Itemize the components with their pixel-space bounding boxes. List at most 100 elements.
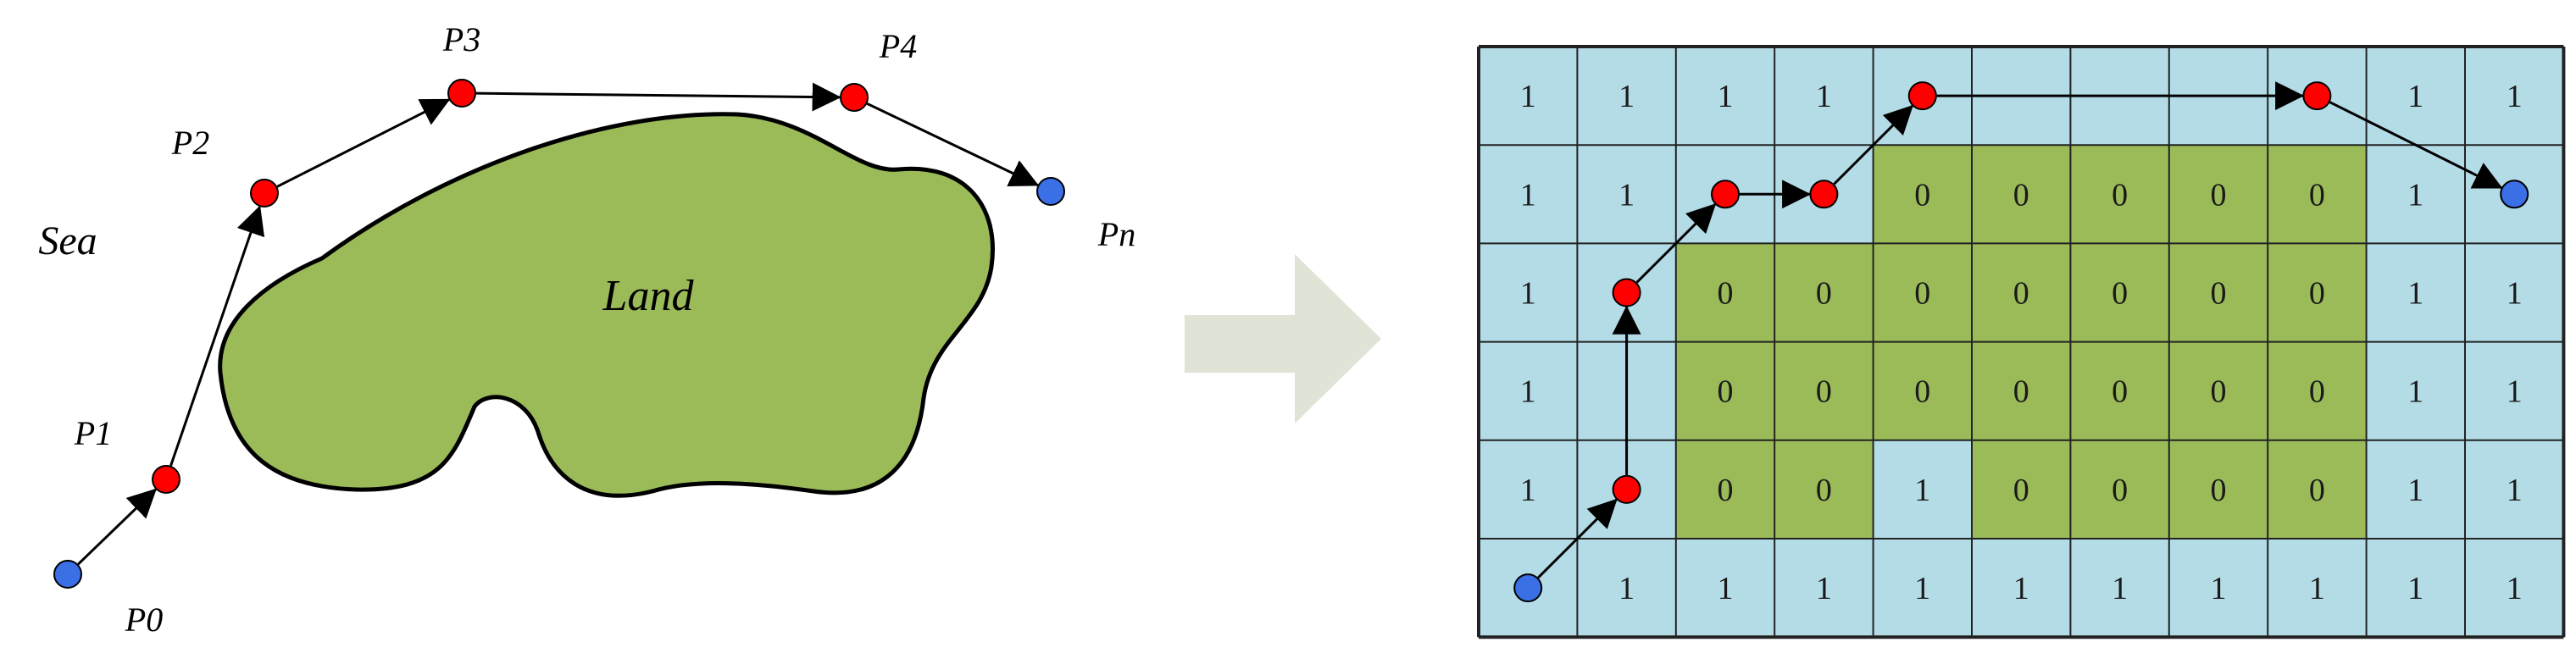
grid-value-r2-c10: 1 xyxy=(2507,276,2523,312)
grid-route-point-6 xyxy=(2302,81,2332,111)
grid-cell-r5-c2 xyxy=(1675,539,1775,638)
grid-route-segment-2 xyxy=(1635,203,1717,284)
grid-value-r0-c1: 1 xyxy=(1618,79,1635,114)
grid-cell-r3-c4 xyxy=(1873,341,1973,441)
grid-value-r1-c1: 1 xyxy=(1618,177,1635,213)
grid-value-r3-c5: 0 xyxy=(2013,374,2029,410)
grid-route-point-7 xyxy=(2500,180,2529,209)
grid-value-r3-c8: 0 xyxy=(2309,374,2325,410)
grid-value-r4-c7: 0 xyxy=(2211,473,2227,508)
route-point-p2 xyxy=(250,179,279,208)
route-label-p1: P1 xyxy=(74,414,112,452)
grid-cell-r4-c8 xyxy=(2268,440,2368,540)
route-segment-2 xyxy=(276,98,451,188)
grid-value-r2-c7: 0 xyxy=(2211,276,2227,312)
grid-cell-r5-c6 xyxy=(2070,539,2170,638)
grid-value-r5-c5: 1 xyxy=(2013,571,2029,606)
route-point-p0 xyxy=(53,560,82,589)
grid-value-r4-c0: 1 xyxy=(1520,473,1536,508)
grid-route-point-0 xyxy=(1513,573,1543,603)
grid-value-r3-c7: 0 xyxy=(2211,374,2227,410)
grid-cell-r5-c8 xyxy=(2268,539,2368,638)
grid-cell-r0-c3 xyxy=(1774,47,1874,146)
grid-value-r3-c9: 1 xyxy=(2407,374,2423,410)
grid-cell-r1-c4 xyxy=(1873,145,1973,244)
grid-value-r3-c4: 0 xyxy=(1914,374,1930,410)
grid-value-r2-c9: 1 xyxy=(2407,276,2423,312)
grid-value-r1-c8: 0 xyxy=(2309,177,2325,213)
grid-cell-r5-c7 xyxy=(2168,539,2268,638)
grid-cell-r1-c6 xyxy=(2070,145,2170,244)
grid-cell-r3-c5 xyxy=(1972,341,2071,441)
grid-value-r4-c2: 0 xyxy=(1718,473,1734,508)
grid-cell-r3-c0 xyxy=(1479,341,1578,441)
grid-cell-r4-c4 xyxy=(1873,440,1973,540)
route-segment-1 xyxy=(169,205,265,467)
grid-value-r1-c7: 0 xyxy=(2211,177,2227,213)
grid-cell-r3-c6 xyxy=(2070,341,2170,441)
grid-value-r0-c3: 1 xyxy=(1816,79,1832,114)
route-label-p4: P4 xyxy=(879,27,917,65)
grid-value-r4-c5: 0 xyxy=(2013,473,2029,508)
grid-route-segment-4 xyxy=(1833,104,1913,185)
grid-cell-r5-c1 xyxy=(1577,539,1677,638)
grid-value-r1-c6: 0 xyxy=(2112,177,2128,213)
grid-cell-r2-c5 xyxy=(1972,243,2071,343)
route-point-p1 xyxy=(152,465,180,494)
grid-cell-r3-c7 xyxy=(2168,341,2268,441)
grid-value-r4-c8: 0 xyxy=(2309,473,2325,508)
grid-value-r2-c5: 0 xyxy=(2013,276,2029,312)
grid-cell-r2-c3 xyxy=(1774,243,1874,343)
grid-cell-r0-c0 xyxy=(1479,47,1578,146)
grid-route-points xyxy=(1513,81,2529,603)
grid-cell-r2-c8 xyxy=(2268,243,2368,343)
grid-value-r5-c10: 1 xyxy=(2507,571,2523,606)
grid-cell-r2-c10 xyxy=(2465,243,2564,343)
grid-value-r5-c8: 1 xyxy=(2309,571,2325,606)
grid-cell-r4-c5 xyxy=(1972,440,2071,540)
grid-value-r3-c0: 1 xyxy=(1520,374,1536,410)
route-segment-3 xyxy=(475,82,841,112)
grid-value-r5-c4: 1 xyxy=(1914,571,1930,606)
grid-value-r2-c6: 0 xyxy=(2112,276,2128,312)
route-label-p0: P0 xyxy=(125,600,163,639)
route-segment-0 xyxy=(77,488,157,566)
route-segment-4 xyxy=(866,102,1040,187)
grid-value-r4-c3: 0 xyxy=(1816,473,1832,508)
grid-value-r4-c6: 0 xyxy=(2112,473,2128,508)
grid-cell-r2-c6 xyxy=(2070,243,2170,343)
grid-value-r4-c9: 1 xyxy=(2407,473,2423,508)
grid-cell-r4-c9 xyxy=(2366,440,2466,540)
grid-route-point-4 xyxy=(1809,180,1839,209)
left-route-points xyxy=(53,79,1065,589)
grid-value-r0-c2: 1 xyxy=(1718,79,1734,114)
grid-value-r2-c0: 1 xyxy=(1520,276,1536,312)
grid-value-r0-c10: 1 xyxy=(2507,79,2523,114)
grid-cell-r2-c9 xyxy=(2366,243,2466,343)
grid-route-segment-0 xyxy=(1537,498,1618,579)
route-label-p2: P2 xyxy=(171,124,209,162)
grid-value-r2-c8: 0 xyxy=(2309,276,2325,312)
grid-cell-r0-c10 xyxy=(2465,47,2564,146)
grid-cell-r1-c1 xyxy=(1577,145,1677,244)
grid-route-point-2 xyxy=(1612,278,1641,307)
land-label: Land xyxy=(602,272,695,320)
grid-route-point-1 xyxy=(1612,474,1641,504)
grid-cell-r5-c10 xyxy=(2465,539,2564,638)
route-point-pn xyxy=(1036,177,1065,206)
grid-cell-r5-c3 xyxy=(1774,539,1874,638)
left-route-lines xyxy=(77,82,1040,566)
grid-cell-r2-c4 xyxy=(1873,243,1973,343)
grid-cell-r2-c7 xyxy=(2168,243,2268,343)
grid-value-r5-c2: 1 xyxy=(1718,571,1734,606)
grid-cell-r2-c0 xyxy=(1479,243,1578,343)
route-label-pn: Pn xyxy=(1097,215,1135,253)
grid-cell-r3-c10 xyxy=(2465,341,2564,441)
grid-route-lines xyxy=(1537,81,2503,579)
grid-cells xyxy=(1479,47,2564,638)
grid-value-r2-c4: 0 xyxy=(1914,276,1930,312)
grid-cell-r4-c6 xyxy=(2070,440,2170,540)
grid-value-r5-c1: 1 xyxy=(1618,571,1635,606)
